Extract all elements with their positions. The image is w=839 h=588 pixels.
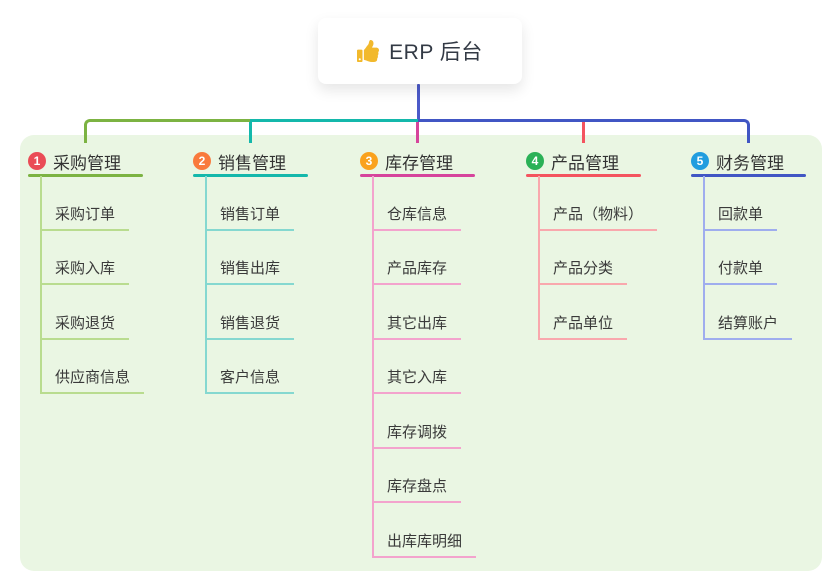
child-node[interactable]: 采购退货 [40,285,130,340]
branch-label[interactable]: 5 财务管理 [691,150,806,173]
branch-number-badge: 4 [526,152,544,170]
connector-drop-sales [249,122,252,143]
branch-number-badge: 1 [28,152,46,170]
branch-children: 采购订单采购入库采购退货供应商信息 [40,176,145,394]
connector-mid-segment [250,119,418,122]
branch-node: 5 财务管理回款单付款单结算账户 [691,147,806,340]
child-node[interactable]: 供应商信息 [40,340,145,394]
child-node[interactable]: 采购入库 [40,231,130,285]
branch-label[interactable]: 4 产品管理 [526,150,641,173]
branch-label[interactable]: 3 库存管理 [360,150,475,173]
branch-underline [691,174,806,177]
branch-underline [360,174,475,177]
branch-number-badge: 2 [193,152,211,170]
branch-title: 库存管理 [385,153,453,173]
branch-underline [526,174,641,177]
child-node[interactable]: 采购订单 [40,176,130,231]
branch-number-badge: 5 [691,152,709,170]
connector-drop-inventory [416,122,419,143]
children-connector-line [372,176,374,558]
branch-children: 仓库信息产品库存其它出库其它入库库存调拨库存盘点出库库明细 [372,176,477,558]
root-node-label: ERP 后台 [389,41,483,64]
child-node[interactable]: 出库库明细 [372,503,477,558]
thumbs-up-icon [357,40,380,62]
branch-underline [193,174,308,177]
child-node[interactable]: 销售出库 [205,231,295,285]
branch-children: 回款单付款单结算账户 [703,176,793,340]
child-node[interactable]: 其它入库 [372,340,462,394]
child-node[interactable]: 付款单 [703,231,778,285]
child-node[interactable]: 结算账户 [703,285,793,340]
child-node[interactable]: 回款单 [703,176,778,231]
child-node[interactable]: 库存盘点 [372,449,462,503]
child-node[interactable]: 库存调拨 [372,394,462,449]
children-connector-line [40,176,42,394]
child-node[interactable]: 产品分类 [538,231,628,285]
child-node[interactable]: 其它出库 [372,285,462,340]
children-connector-line [703,176,705,340]
child-node[interactable]: 销售订单 [205,176,295,231]
connector-drop-product [582,122,585,143]
branch-title: 销售管理 [218,153,286,173]
branch-children: 产品（物料）产品分类产品单位 [538,176,658,340]
branch-underline [28,174,143,177]
children-connector-line [205,176,207,394]
children-connector-line [538,176,540,340]
connector-left-corner [84,119,250,143]
branch-label[interactable]: 2 销售管理 [193,150,308,173]
child-node[interactable]: 客户信息 [205,340,295,394]
branch-node: 2 销售管理销售订单销售出库销售退货客户信息 [193,147,308,394]
branch-node: 3 库存管理仓库信息产品库存其它出库其它入库库存调拨库存盘点出库库明细 [360,147,477,558]
branch-node: 1 采购管理采购订单采购入库采购退货供应商信息 [28,147,145,394]
connector-root-vertical [417,84,420,122]
connector-right-corner [418,119,750,143]
child-node[interactable]: 产品（物料） [538,176,658,231]
mindmap-background-panel [20,135,822,571]
branch-label[interactable]: 1 采购管理 [28,150,143,173]
branch-title: 产品管理 [551,153,619,173]
branch-title: 采购管理 [53,153,121,173]
branch-children: 销售订单销售出库销售退货客户信息 [205,176,295,394]
child-node[interactable]: 产品库存 [372,231,462,285]
branch-node: 4 产品管理产品（物料）产品分类产品单位 [526,147,658,340]
root-node[interactable]: ERP 后台 [318,18,522,84]
child-node[interactable]: 销售退货 [205,285,295,340]
branch-number-badge: 3 [360,152,378,170]
child-node[interactable]: 产品单位 [538,285,628,340]
child-node[interactable]: 仓库信息 [372,176,462,231]
branch-title: 财务管理 [716,153,784,173]
